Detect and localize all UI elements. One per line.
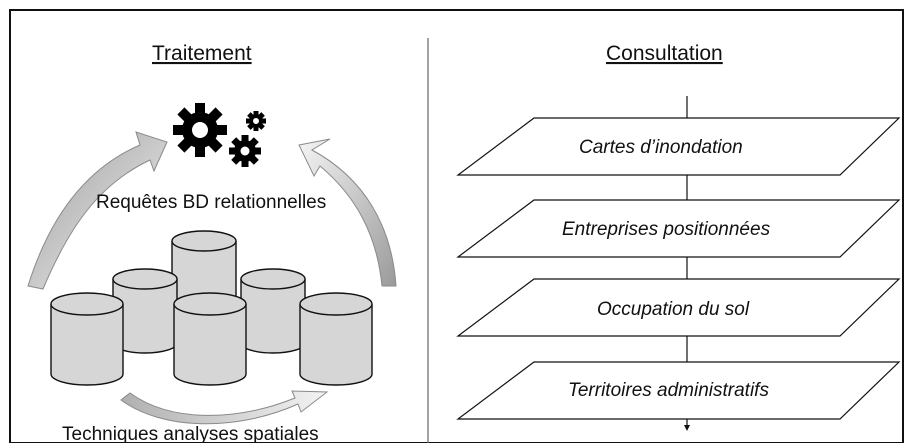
database-cylinder-icon-left bbox=[112, 268, 178, 354]
layer-stack: Cartes d’inondation Entreprises position… bbox=[456, 117, 901, 420]
analysis-label: Techniques analyses spatiales bbox=[62, 424, 319, 443]
database-cylinder-icon-center bbox=[173, 292, 247, 386]
layer-plane-icon-1: Cartes d’inondation bbox=[456, 117, 901, 176]
database-cylinder-icon-right bbox=[240, 268, 306, 354]
layer-label-2: Entreprises positionnées bbox=[562, 219, 771, 240]
small-gear-icon bbox=[246, 111, 266, 131]
bottom-curved-arrow-icon bbox=[120, 390, 329, 425]
database-cylinder-icon-far-left bbox=[50, 292, 124, 386]
layer-label-1: Cartes d’inondation bbox=[579, 137, 743, 158]
right-curved-arrow-icon bbox=[298, 138, 397, 287]
medium-gear-icon bbox=[229, 135, 261, 167]
right-heading: Consultation bbox=[606, 42, 723, 65]
layer-plane-icon-3: Occupation du sol bbox=[456, 278, 901, 337]
layer-label-4: Territoires administratifs bbox=[568, 380, 769, 401]
database-cluster bbox=[50, 230, 373, 386]
left-curved-arrow-icon bbox=[27, 131, 168, 290]
left-heading: Traitement bbox=[152, 42, 252, 65]
query-label: Requêtes BD relationnelles bbox=[96, 192, 326, 213]
layer-label-3: Occupation du sol bbox=[597, 299, 750, 320]
large-gear-icon bbox=[173, 103, 227, 157]
database-cylinder-icon-far-right bbox=[299, 292, 373, 386]
layer-plane-icon-2: Entreprises positionnées bbox=[456, 199, 901, 258]
layer-plane-icon-4: Territoires administratifs bbox=[456, 361, 901, 420]
